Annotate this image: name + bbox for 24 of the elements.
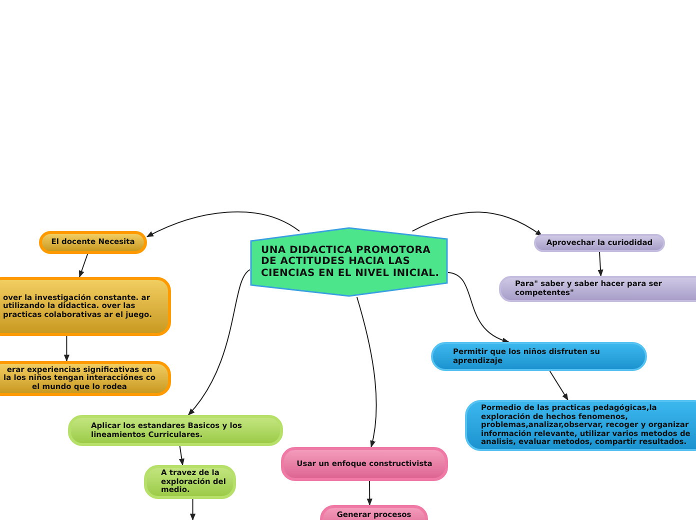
arrow — [366, 480, 372, 506]
arrow — [146, 211, 300, 238]
arrow — [598, 252, 604, 277]
topic-box — [39, 231, 147, 254]
arrow — [190, 498, 196, 520]
title-text: UNA DIDACTICA PROMOTORA DE ACTITUDES HACIA LAS CIENCIAS EN EL NIVEL INICIAL. — [261, 244, 440, 280]
arrow — [178, 446, 184, 466]
arrow — [412, 212, 542, 236]
arrow — [356, 296, 377, 448]
arrow — [448, 272, 510, 343]
topic-box — [431, 342, 647, 371]
topic-box — [499, 276, 696, 302]
topic-box — [144, 465, 236, 499]
topic-box — [534, 234, 665, 252]
arrow — [549, 370, 568, 401]
topic-box — [68, 415, 283, 446]
hexagon-node — [250, 227, 448, 297]
topic-box — [281, 447, 448, 481]
arrow — [188, 269, 250, 416]
topic-box — [465, 400, 696, 451]
topic-box — [0, 361, 171, 396]
arrow — [78, 254, 88, 278]
topic-box — [0, 277, 171, 336]
arrow — [64, 336, 70, 362]
